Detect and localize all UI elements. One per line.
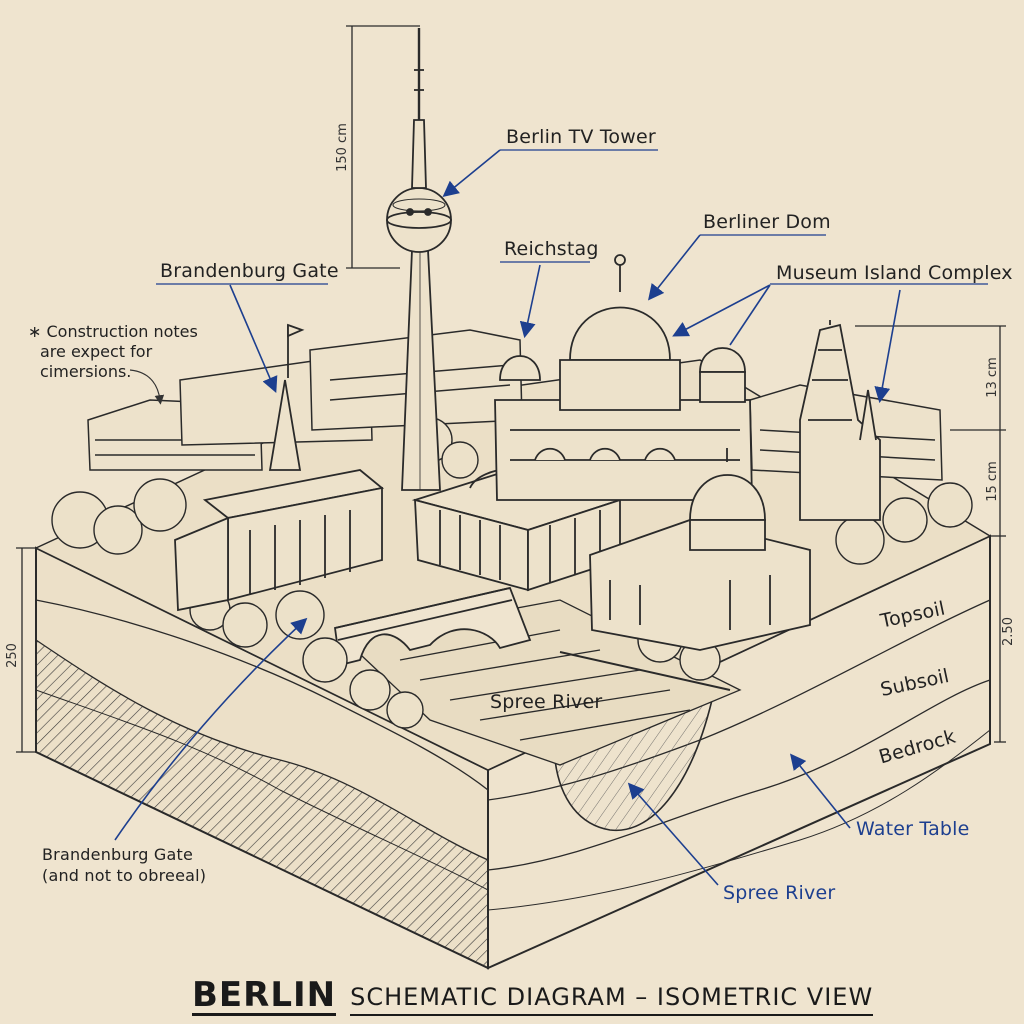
label-brandenburg-gate-bottom: Brandenburg Gate: [42, 845, 193, 864]
reichstag-arrow: [525, 265, 540, 335]
museum-island-arrow-2: [730, 285, 770, 345]
tv-tower-arrow: [445, 150, 500, 195]
title-main: BERLIN: [192, 977, 336, 1016]
dimension-right-middle: 15 cm: [985, 461, 1000, 502]
dimension-tower-height: 150 cm: [335, 123, 350, 172]
title-block: BERLIN SCHEMATIC DIAGRAM – ISOMETRIC VIE…: [192, 972, 873, 1016]
label-spree-river-section: Spree River: [723, 882, 835, 904]
label-brandenburg-gate-bottom-note: (and not to obreeal): [42, 866, 206, 885]
label-berliner-dom: Berliner Dom: [703, 211, 831, 233]
construction-note-line-1: ∗ Construction notes: [28, 322, 198, 342]
construction-note-line-3: cimersions.: [28, 362, 198, 382]
dimension-left: 250: [5, 643, 20, 668]
label-reichstag: Reichstag: [504, 238, 599, 260]
berliner-dom-arrow: [650, 235, 700, 298]
dimension-right-upper: 13 cm: [985, 357, 1000, 398]
museum-island-arrow-3: [880, 290, 900, 400]
title-subtitle: SCHEMATIC DIAGRAM – ISOMETRIC VIEW: [350, 982, 873, 1016]
label-tv-tower: Berlin TV Tower: [506, 126, 656, 148]
label-museum-island: Museum Island Complex: [776, 262, 1013, 284]
gothic-church: [800, 320, 880, 520]
dimension-right-lower: 2.50: [1001, 617, 1016, 646]
construction-note: ∗ Construction notes are expect for cime…: [28, 322, 198, 382]
construction-note-line-2: are expect for: [28, 342, 198, 362]
label-water-table: Water Table: [856, 818, 970, 840]
label-spree-river-surface: Spree River: [490, 691, 602, 713]
museum-island-arrow-1: [675, 285, 770, 335]
label-brandenburg-gate: Brandenburg Gate: [160, 260, 339, 282]
